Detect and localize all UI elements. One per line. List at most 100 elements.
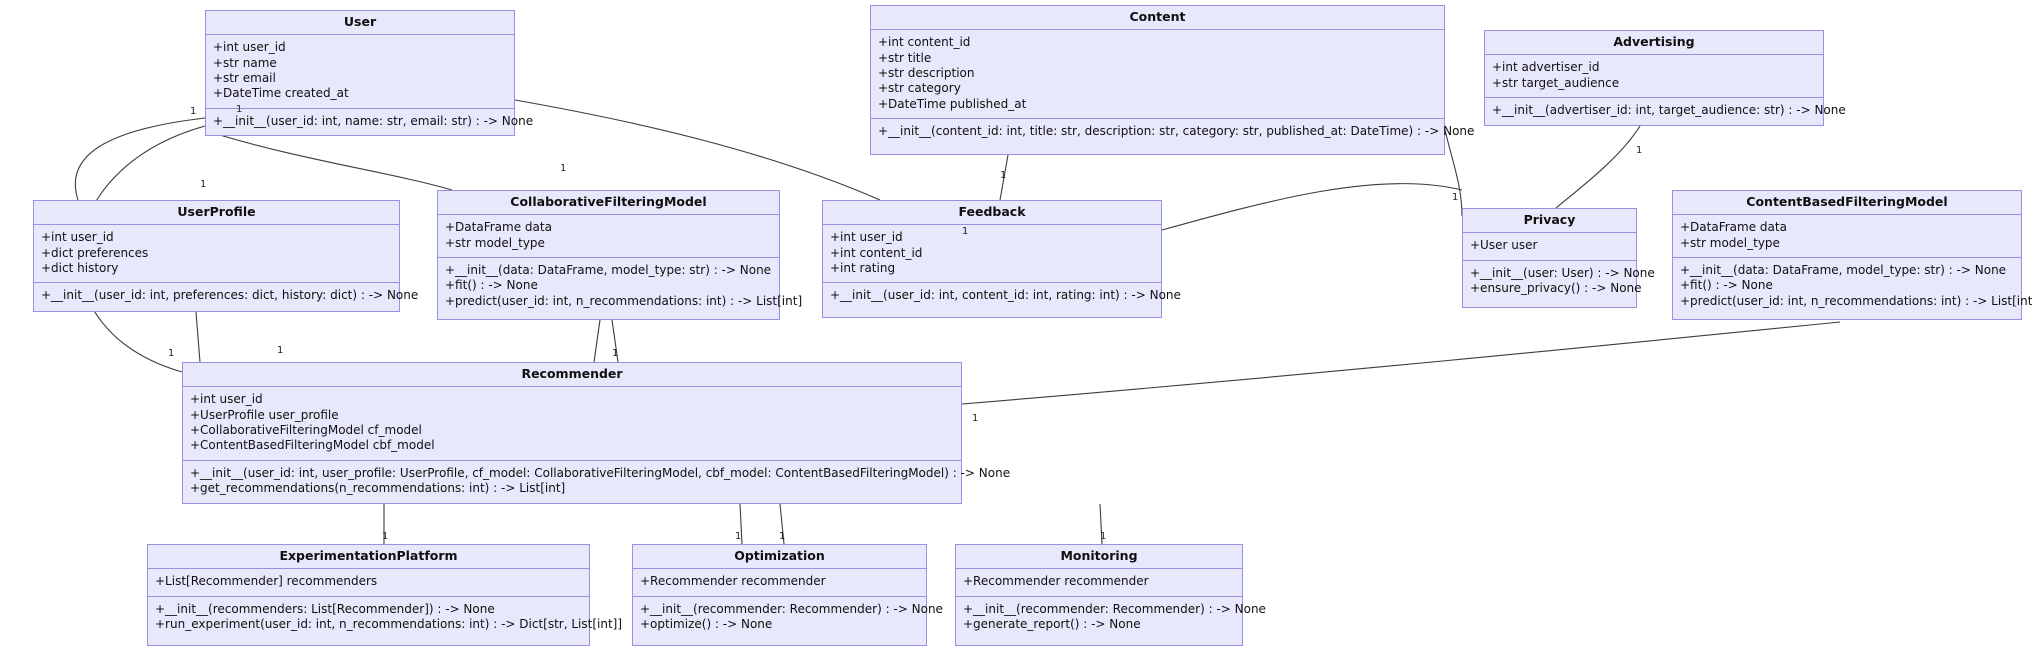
class-methods-user: +__init__(user_id: int, name: str, email… <box>206 109 534 135</box>
class-attributes-userprofile: +int user_id+dict preferences+dict histo… <box>34 225 399 284</box>
class-attributes-feedback: +int user_id+int content_id+int rating <box>823 225 1161 284</box>
attribute-row: +str email <box>213 71 276 86</box>
class-title-cfmodel: CollaborativeFilteringModel <box>438 191 779 216</box>
method-row: +__init__(user_id: int, user_profile: Us… <box>190 465 1011 480</box>
class-title-recommender: Recommender <box>183 363 961 388</box>
class-box-cbfmodel[interactable]: ContentBasedFilteringModel+DataFrame dat… <box>1672 190 2032 320</box>
multiplicity-label: 1 <box>972 413 979 424</box>
method-row: +__init__(user_id: int, name: str, email… <box>213 113 534 128</box>
multiplicity-label: 1 <box>236 104 243 115</box>
class-methods-privacy: +__init__(user: User) : -> None+ensure_p… <box>1463 261 1655 303</box>
attribute-row: +str model_type <box>445 235 545 250</box>
attribute-row: +str model_type <box>1680 235 1780 250</box>
attribute-row: +CollaborativeFilteringModel cf_model <box>190 423 422 438</box>
method-row: +__init__(advertiser_id: int, target_aud… <box>1492 103 1846 118</box>
attribute-row: +int rating <box>830 261 896 276</box>
attribute-row: +dict history <box>41 261 119 276</box>
method-row: +__init__(recommender: Recommender) : ->… <box>963 601 1266 616</box>
class-box-advertising[interactable]: Advertising +int advertiser_id+str target… <box>1484 30 1846 126</box>
class-title-cbfmodel: ContentBasedFilteringModel <box>1673 191 2021 216</box>
edge-content-privacy <box>1444 129 1463 217</box>
attribute-row: +dict preferences <box>41 245 149 260</box>
method-row: +__init__(data: DataFrame, model_type: s… <box>445 263 772 278</box>
class-methods-content: +__init__(content_id: int, title: str, d… <box>871 119 1475 145</box>
class-box-userprofile[interactable]: UserProfile+int user_id+dict preferences… <box>33 200 419 312</box>
method-row: +ensure_privacy() : -> None <box>1470 281 1642 296</box>
attribute-row: +str category <box>878 81 961 96</box>
edge-user-cfmodel <box>209 131 453 191</box>
multiplicity-label: 1 <box>779 531 786 542</box>
attribute-row: +DateTime published_at <box>878 96 1027 111</box>
class-title-user: User <box>206 11 514 36</box>
method-row: +optimize() : -> None <box>640 617 773 632</box>
multiplicity-label: 1 <box>190 106 197 117</box>
method-row: +fit() : -> None <box>445 278 538 293</box>
class-box-cfmodel[interactable]: CollaborativeFilteringModel+DataFrame da… <box>437 190 802 320</box>
attribute-row: +int content_id <box>830 245 923 260</box>
class-box-optimization[interactable]: Optimization +Recommender recommender +__i… <box>632 544 943 646</box>
class-title-feedback: Feedback <box>823 201 1161 226</box>
multiplicity-label: 1 <box>168 348 175 359</box>
method-row: +__init__(user: User) : -> None <box>1470 265 1655 280</box>
attribute-row: +str title <box>878 50 932 65</box>
class-title-privacy: Privacy <box>1463 209 1636 234</box>
class-attributes-recommender: +int user_id+UserProfile user_profile+Co… <box>183 387 961 461</box>
multiplicity-label: 1 <box>1100 531 1107 542</box>
attribute-row: +DateTime created_at <box>213 86 349 101</box>
class-box-feedback[interactable]: Feedback+int user_id+int content_id+int … <box>822 200 1181 318</box>
multiplicity-label: 1 <box>962 226 969 237</box>
edge-recommender-cbfmodel <box>961 321 1841 405</box>
method-row: +get_recommendations(n_recommendations: … <box>190 481 566 496</box>
class-title-content: Content <box>871 6 1444 31</box>
class-title-experimentation: ExperimentationPlatform <box>148 545 589 570</box>
method-row: +__init__(user_id: int, preferences: dic… <box>41 288 419 303</box>
multiplicity-label: 1 <box>1636 145 1643 156</box>
class-box-experimentation[interactable]: ExperimentationPlatform +List[Recommender… <box>147 544 623 646</box>
method-row: +generate_report() : -> None <box>963 617 1141 632</box>
class-attributes-cfmodel: +DataFrame data+str model_type <box>438 215 779 259</box>
class-box-privacy[interactable]: Privacy +User user +__init__(user: User) :… <box>1462 208 1655 308</box>
class-methods-optimization: +__init__(recommender: Recommender) : ->… <box>633 597 943 639</box>
class-attributes-user: +int user_id+str name+str email+DateTime… <box>206 35 514 109</box>
class-title-userprofile: UserProfile <box>34 201 399 226</box>
multiplicity-label: 1 <box>1000 170 1007 181</box>
class-title-advertising: Advertising <box>1485 31 1823 56</box>
method-row: +predict(user_id: int, n_recommendations… <box>1680 293 2032 308</box>
attribute-row: +int advertiser_id <box>1492 60 1600 75</box>
attribute-row: +Recommender recommender <box>640 574 826 589</box>
attribute-row: +User user <box>1470 238 1538 253</box>
edge-advertising-privacy <box>1555 125 1641 209</box>
attribute-row: +int user_id <box>190 392 263 407</box>
attribute-row: +str target_audience <box>1492 75 1620 90</box>
method-row: +__init__(user_id: int, content_id: int,… <box>830 288 1181 303</box>
multiplicity-label: 1 <box>612 348 619 359</box>
method-row: +__init__(content_id: int, title: str, d… <box>878 124 1475 139</box>
multiplicity-label: 1 <box>277 345 284 356</box>
edge-feedback-content <box>1161 182 1463 231</box>
class-attributes-privacy: +User user <box>1463 233 1636 261</box>
class-box-recommender[interactable]: Recommender+int user_id+UserProfile user… <box>182 362 1011 504</box>
edge-userprofile-recommender <box>195 311 201 363</box>
class-box-monitoring[interactable]: Monitoring+Recommender recommender+__ini… <box>955 544 1266 646</box>
class-attributes-optimization: +Recommender recommender <box>633 569 926 597</box>
method-row: +__init__(data: DataFrame, model_type: s… <box>1680 263 2007 278</box>
class-attributes-cbfmodel: +DataFrame data+str model_type <box>1673 215 2021 259</box>
attribute-row: +str name <box>213 55 277 70</box>
attribute-row: +int content_id <box>878 35 971 50</box>
class-title-optimization: Optimization <box>633 545 926 570</box>
class-methods-cbfmodel: +__init__(data: DataFrame, model_type: s… <box>1673 258 2032 315</box>
class-methods-feedback: +__init__(user_id: int, content_id: int,… <box>823 283 1181 309</box>
attribute-row: +List[Recommender] recommenders <box>155 574 378 589</box>
class-methods-userprofile: +__init__(user_id: int, preferences: dic… <box>34 283 419 309</box>
attribute-row: +DataFrame data <box>1680 220 1787 235</box>
class-box-user[interactable]: User+int user_id+str name+str email+Date… <box>205 10 534 137</box>
method-row: +__init__(recommender: Recommender) : ->… <box>640 601 943 616</box>
multiplicity-label: 1 <box>1452 192 1459 203</box>
class-box-content[interactable]: Content +int content_id+str title+str des… <box>870 5 1475 155</box>
class-attributes-experimentation: +List[Recommender] recommenders <box>148 569 589 597</box>
method-row: +fit() : -> None <box>1680 278 1773 293</box>
edge-user-feedback <box>514 99 881 201</box>
method-row: +run_experiment(user_id: int, n_recommen… <box>155 617 623 632</box>
attribute-row: +str description <box>878 66 975 81</box>
multiplicity-label: 1 <box>560 163 567 174</box>
